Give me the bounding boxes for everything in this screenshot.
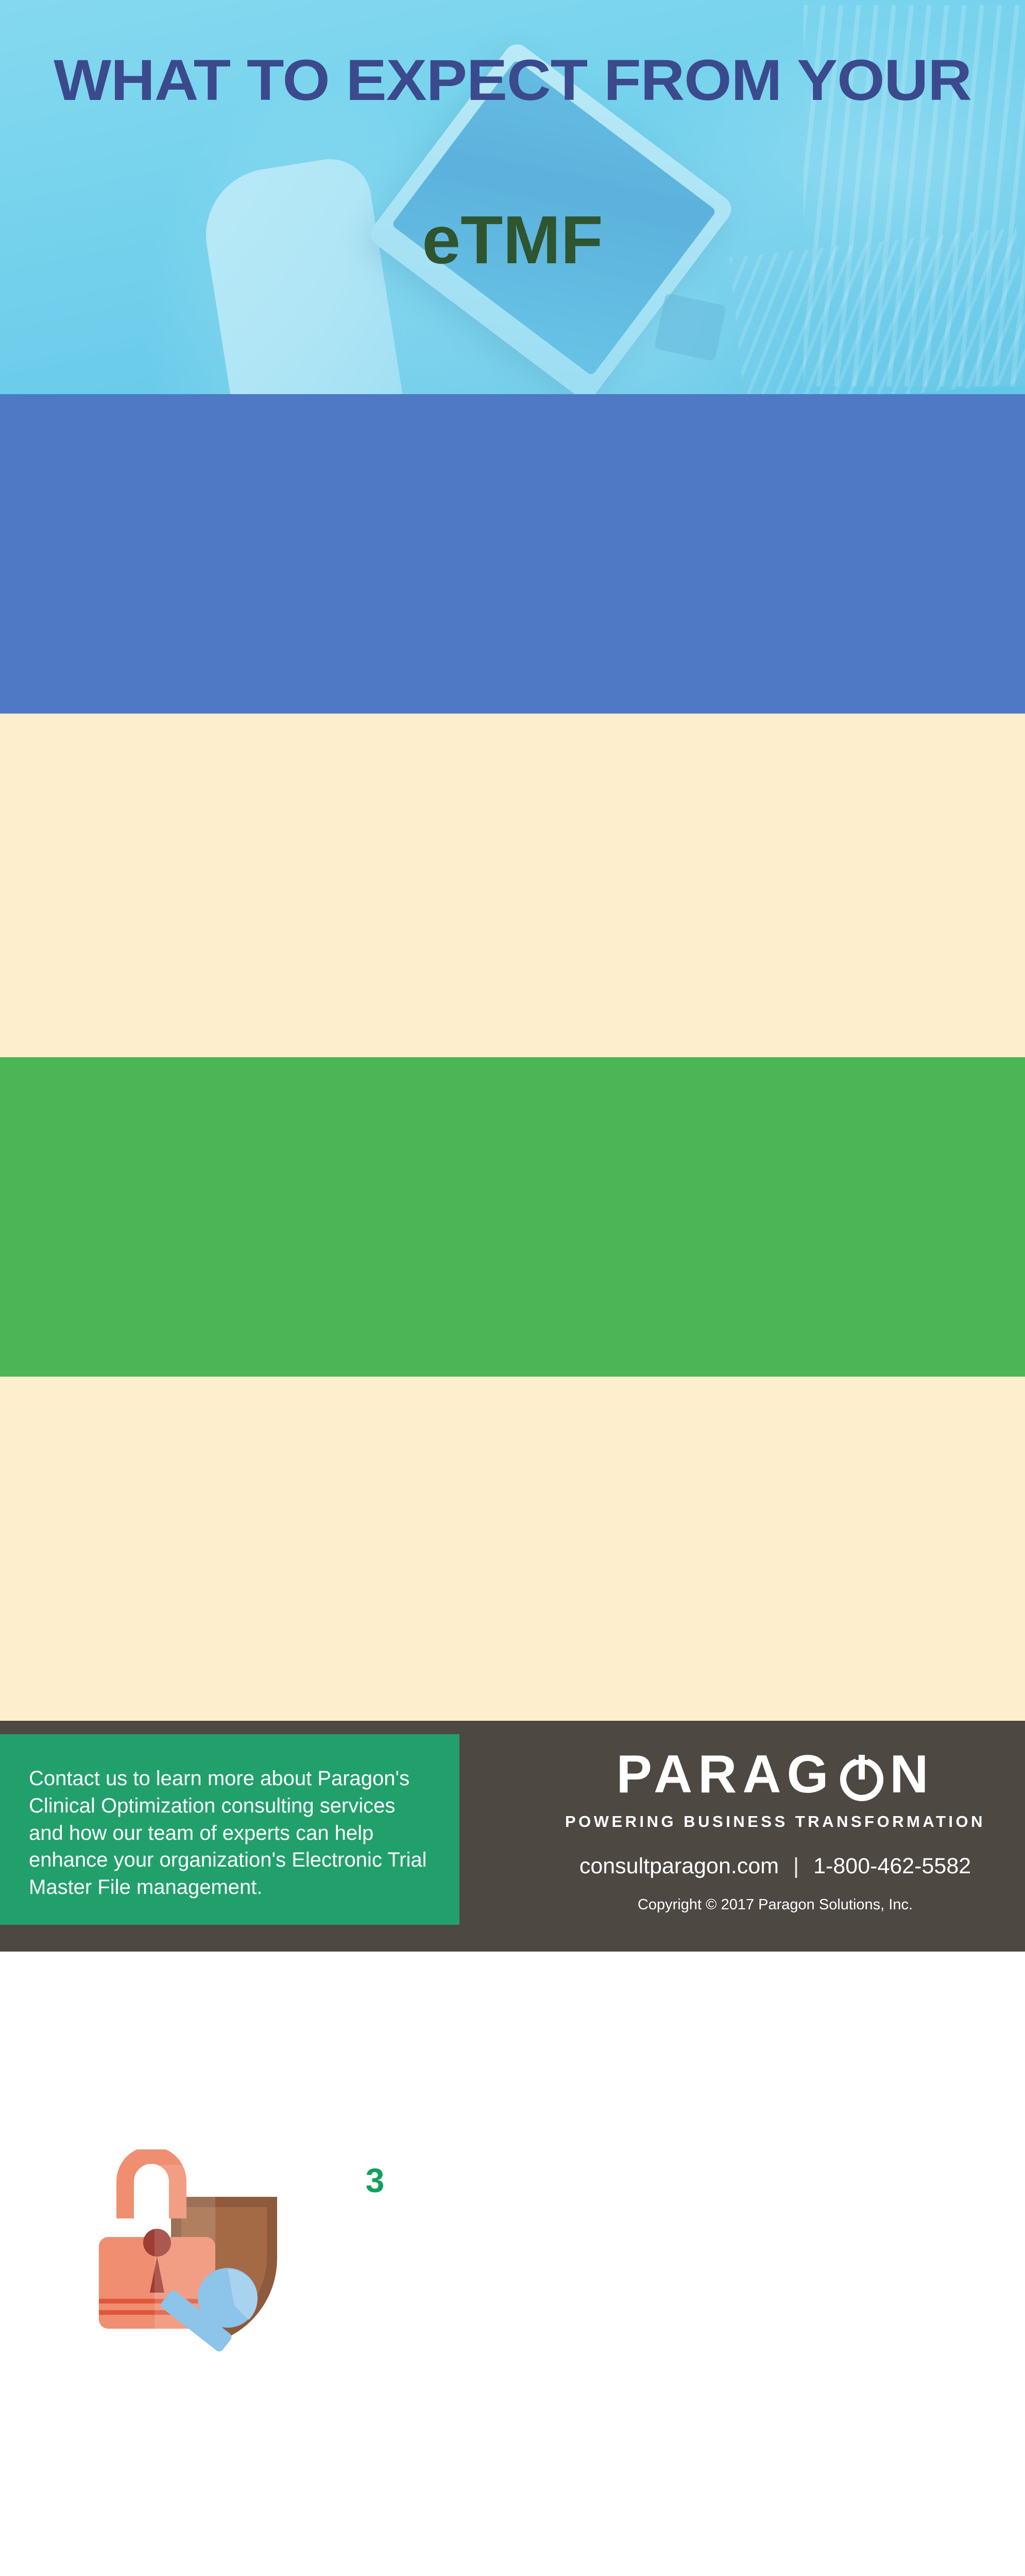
website-link[interactable]: consultparagon.com	[579, 1854, 779, 1878]
section-3-body: Clinical trials are complex, with many d…	[370, 2227, 978, 2361]
hero-banner: WHAT TO EXPECT FROM YOUR eTMF	[0, 0, 1025, 394]
brand-name-part1: PARAG	[616, 1744, 834, 1804]
brand-contact-line: consultparagon.com | 1-800-462-5582	[551, 1854, 999, 1879]
section-body-text: Clinical trials are complex, with many d…	[370, 2229, 975, 2359]
contact-separator: |	[793, 1854, 799, 1878]
section-3-heading: 3 SECURITY & ACCESS CONTROL	[355, 2156, 919, 2205]
page-title: WHAT TO EXPECT FROM YOUR	[54, 48, 972, 112]
brand-tagline: POWERING BUSINESS TRANSFORMATION	[565, 1812, 986, 1831]
phone-number[interactable]: 1-800-462-5582	[813, 1854, 971, 1878]
hero-background-photo	[0, 0, 1025, 394]
contact-text: Contact us to learn more about Paragon's…	[29, 1767, 427, 1899]
section-clinical-trial-enablement: 4 CLINICAL TRIAL ENABLEMENT High value e…	[0, 1377, 1025, 1721]
lock-shield-key-icon	[62, 2146, 288, 2355]
contact-callout: Contact us to learn more about Paragon's…	[0, 1734, 459, 1925]
brand-name-part2: N	[890, 1744, 934, 1804]
power-button-icon	[837, 1750, 886, 1801]
brand-block: PARAG N POWERING BUSINESS TRANSFORMATION…	[551, 1748, 999, 1913]
section-workflows-and-reporting: 2 WORKFLOWS & REPORTING If you plan on u…	[0, 714, 1025, 1696]
section-core-content-management: 1 CORE CONTENT MANAGEMENT An eTMF system…	[0, 394, 1025, 1064]
hero-color-overlay	[0, 0, 1025, 394]
page-subtitle: eTMF	[422, 202, 603, 278]
footer: Contact us to learn more about Paragon's…	[0, 1721, 1025, 1952]
section-number-badge: 3	[355, 2156, 395, 2205]
section-security-and-access-control: 3 SECURITY & ACCESS CONTROL Clinical tri…	[0, 1057, 1025, 2359]
copyright-text: Copyright © 2017 Paragon Solutions, Inc.	[637, 1896, 913, 1913]
paragon-logo: PARAG N	[551, 1748, 999, 1801]
section-title: SECURITY & ACCESS CONTROL	[412, 2162, 919, 2198]
lab-rack-decor	[804, 5, 1025, 386]
